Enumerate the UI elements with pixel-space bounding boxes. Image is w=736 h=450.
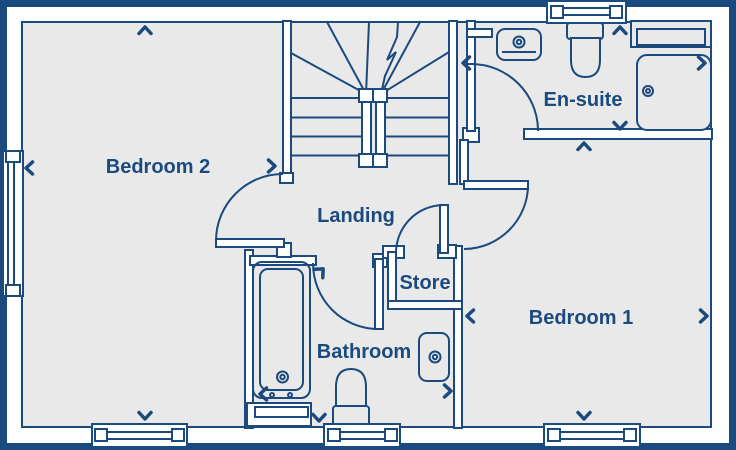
arrow-up-right-icon bbox=[312, 267, 325, 280]
wall-store-south bbox=[387, 300, 463, 310]
arrow-right-icon bbox=[696, 55, 707, 71]
internal-walls bbox=[244, 20, 713, 429]
doors bbox=[215, 63, 539, 330]
shower-tray-icon bbox=[636, 54, 712, 131]
windows bbox=[2, 0, 641, 448]
arrow-right-icon bbox=[442, 383, 453, 399]
window-top bbox=[546, 0, 627, 24]
bathtub-icon bbox=[252, 261, 311, 399]
staircase bbox=[289, 20, 451, 168]
ensuite-door-leaf bbox=[466, 63, 476, 132]
window-bottom-left bbox=[91, 423, 188, 448]
wall-bathroom-west bbox=[244, 249, 254, 429]
bathroom-door-arc bbox=[312, 262, 380, 330]
arrow-down-icon bbox=[137, 410, 153, 421]
arrow-down-icon bbox=[311, 412, 327, 423]
ensuite-label: En-suite bbox=[544, 89, 623, 111]
window-left bbox=[2, 150, 24, 297]
wall-landing-east bbox=[459, 139, 469, 185]
stair-rail-left bbox=[361, 98, 372, 160]
arrow-left-icon bbox=[24, 160, 35, 176]
arrow-left-icon bbox=[465, 308, 476, 324]
ensuite-fixtures bbox=[496, 20, 712, 131]
wall-jog bbox=[466, 28, 493, 38]
window-bottom-middle bbox=[323, 423, 401, 448]
arrow-up-icon bbox=[612, 25, 628, 36]
bedroom2-label: Bedroom 2 bbox=[106, 156, 210, 178]
arrow-left-icon bbox=[461, 55, 472, 71]
bathroom-label: Bathroom bbox=[317, 341, 411, 363]
wash-basin-icon bbox=[418, 332, 450, 382]
bedroom2-door-arc bbox=[215, 173, 284, 242]
bedroom2-area bbox=[22, 22, 245, 427]
newel-post bbox=[358, 153, 374, 168]
dimension-arrows bbox=[24, 25, 709, 423]
landing-label: Landing bbox=[317, 205, 395, 227]
arrow-right-icon bbox=[698, 308, 709, 324]
toilet-icon bbox=[566, 22, 604, 79]
bedroom1-door-arc bbox=[463, 184, 529, 250]
store-door-arc bbox=[395, 204, 445, 254]
stair-break-line bbox=[383, 20, 400, 78]
arrow-right-icon bbox=[266, 158, 277, 174]
bedroom1-label: Bedroom 1 bbox=[529, 307, 633, 329]
wall-bedroom1-west bbox=[453, 245, 463, 429]
wash-basin-icon bbox=[496, 28, 542, 61]
shelf-unit bbox=[630, 20, 712, 48]
arrow-down-icon bbox=[612, 120, 628, 131]
arrow-left-icon bbox=[258, 386, 269, 402]
newel-post bbox=[372, 153, 388, 168]
stair-rail-right bbox=[375, 98, 386, 160]
toilet-icon bbox=[332, 367, 370, 427]
wall-bedroom2-stairs bbox=[282, 20, 292, 180]
store-label: Store bbox=[399, 272, 450, 294]
arrow-up-icon bbox=[576, 141, 592, 152]
store-door-leaf bbox=[439, 204, 449, 254]
newel-post bbox=[358, 88, 374, 103]
wall-end-cap bbox=[279, 172, 294, 184]
wall-stairs-landing bbox=[448, 20, 458, 185]
ensuite-door-arc bbox=[470, 63, 539, 132]
bath-panel bbox=[246, 402, 312, 427]
arrow-up-icon bbox=[137, 25, 153, 36]
window-bottom-right bbox=[543, 423, 641, 448]
arrow-down-icon bbox=[576, 410, 592, 421]
bedroom1-door-leaf bbox=[463, 180, 529, 190]
bedroom2-door-leaf bbox=[215, 238, 285, 248]
bathroom-door-leaf bbox=[374, 258, 384, 330]
newel-post bbox=[372, 88, 388, 103]
bathroom-fixtures bbox=[246, 261, 450, 427]
